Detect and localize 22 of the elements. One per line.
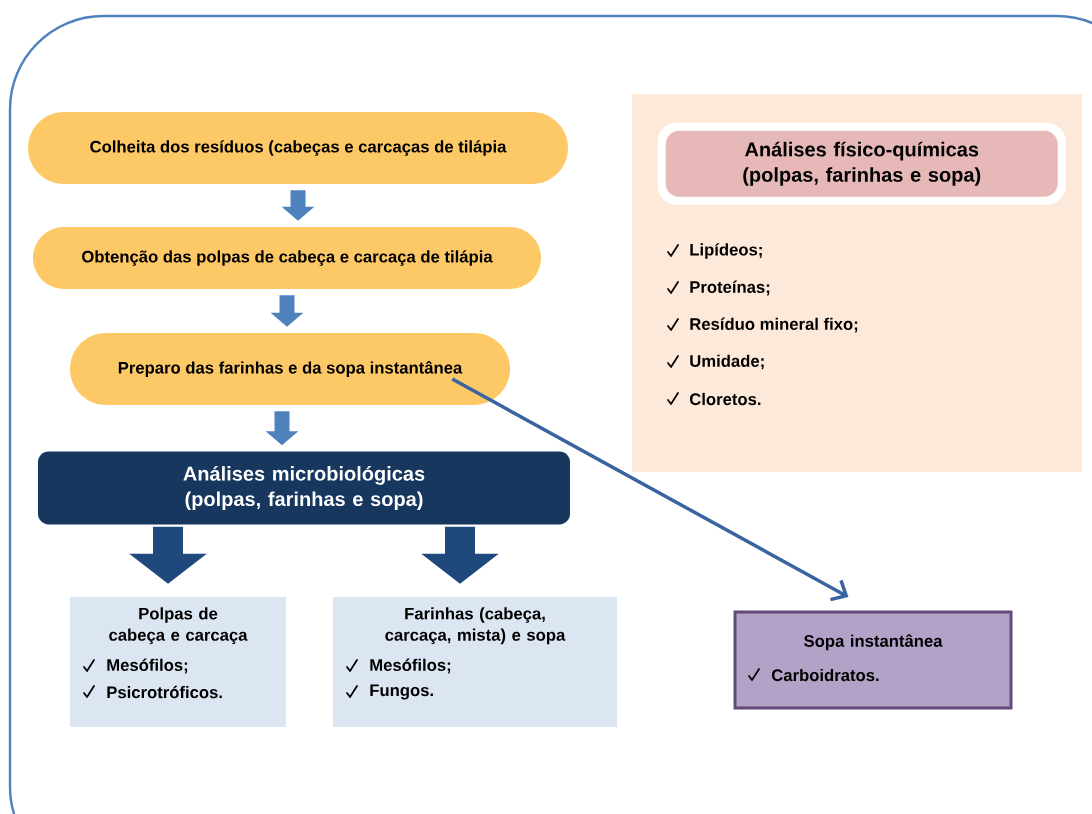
- list-box: [733, 610, 1013, 710]
- checklist-item: Cloretos.: [667, 392, 761, 406]
- analysis-box: Análises microbiológicas (polpas, farinhas e sopa): [38, 451, 570, 525]
- box-heading: Farinhas (cabeça, carcaça, mista) e sopa: [385, 607, 566, 645]
- checklist-item: Resíduo mineral fixo;: [667, 317, 858, 333]
- checklist-item: Proteínas;: [667, 280, 770, 296]
- box-heading: Polpas de cabeça e carcaça: [109, 607, 248, 645]
- checklist-item: Mesófilos;: [83, 658, 188, 674]
- checklist-item: Umidade;: [667, 354, 764, 370]
- list-box: [333, 597, 617, 727]
- checklist-item: Fungos.: [346, 684, 433, 700]
- process-pill: Obtenção das polpas de cabeça e carcaça de tilápia: [33, 227, 541, 289]
- header-box: Análises físico-químicas (polpas, farinhas e sopa): [657, 122, 1066, 205]
- box-heading: Sopa instantânea: [804, 634, 943, 651]
- list-box: [70, 597, 286, 727]
- checklist-item: Psicrotróficos.: [83, 685, 222, 699]
- arrow: [451, 377, 849, 602]
- process-pill: Colheita dos resíduos (cabeças e carcaças de tilápia: [28, 112, 568, 184]
- checklist-item: Mesófilos;: [346, 658, 451, 674]
- checklist-item: Lipídeos;: [667, 243, 762, 259]
- checklist-item: Carboidratos.: [748, 668, 879, 682]
- process-pill: Preparo das farinhas e da sopa instantânea: [70, 333, 510, 405]
